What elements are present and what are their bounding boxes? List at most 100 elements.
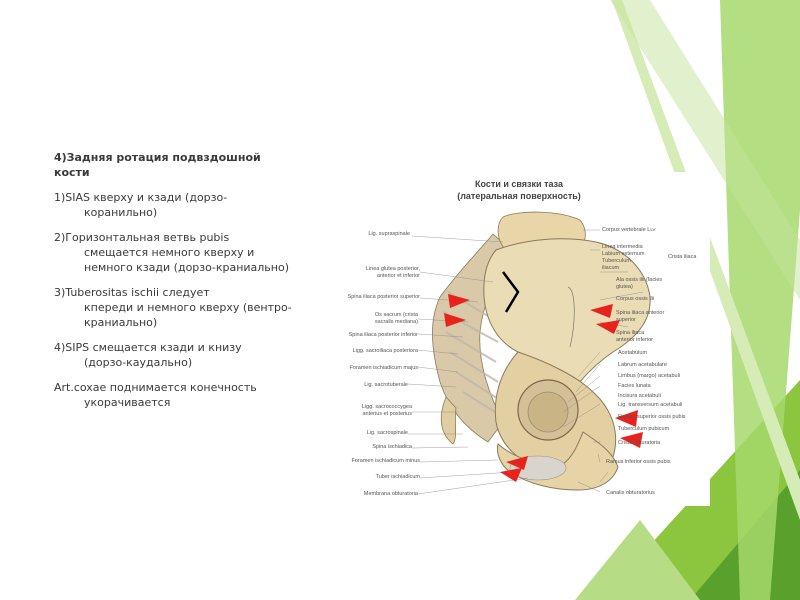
label-tuberculum-1: Tuberculum [602,258,631,264]
leader-r9 [562,385,601,413]
leader-5 [417,333,464,338]
item-4-line2: (дорзо-каудально) [84,356,193,369]
leader-12 [419,459,499,463]
item-1-line2: коранильно) [84,206,158,219]
red-arrow-sips-lower [444,313,466,327]
label-corpus-ossis-ilii: Corpus ossis ilii [616,296,655,302]
figure-title-line2: (латеральная поверхность) [457,191,581,201]
label-spina-iliaca-ant-sup-2: superior [616,317,636,323]
leader-r7 [575,363,601,393]
item-3-line1: 3)Tuberositas ischii следует [54,286,210,299]
slide-text-block: 4)Задняя ротация подвздошной кости 1)SIA… [54,150,294,420]
label-foramen-ischiadicum-minus: Foramen ischiadicum minus [351,458,420,464]
label-canalis-obturatorius: Canalis obturatorius [606,490,655,496]
spina-ischiadica [440,396,457,445]
label-spina-iliaca-ant-sup-1: Spina iliaca anterior [616,310,665,316]
leader-r4 [599,291,644,301]
item-2-line2: смещается немного кверху и немного кзади… [84,246,290,274]
label-ligg-sacroiliaca: Ligg. sacroiliaca posteriora [352,348,418,354]
red-arrow-sias-lower [596,320,620,334]
leader-7 [417,366,459,373]
leader-r14 [577,481,601,493]
label-corpus-vertebrale-text: Corpus vertebrale L [602,227,651,233]
label-ramus-superior-pubis: Ramus superior ossis pubis [618,414,686,420]
leader-lines-left [407,235,529,495]
label-vertebra-sub: LV [650,227,656,232]
leader-8 [407,383,457,388]
leader-r12 [597,453,601,463]
leader-14 [417,477,529,495]
label-ligg-sacrococcygea-1: Ligg. sacrococcygea [361,404,412,410]
annotation-zigzag [502,271,520,313]
label-facies-lunata: Facies lunata [618,383,651,389]
leader-13 [419,471,514,479]
green-corner-bottom [575,520,700,600]
label-labrum-acetabulare: Labrum acetabulare [618,362,667,368]
item-4-line1: 4)SIPS смещается кзади и книзу [54,341,242,354]
label-acetabulum: Acetabulum [618,350,648,356]
red-arrow-ischium-lower [500,468,522,482]
label-lig-sacrotuberale: Lig. sacrotuberale [364,382,408,388]
label-crista-obturatoria: Crista obturatoria [618,440,661,446]
slide-item-1: 1)SIAS кверху и кзади (дорзо-коранильно) [54,190,294,220]
label-lig-supraspinale: Lig. supraspinale [368,231,410,237]
label-os-sacrum-1: Os sacrum (crista [374,312,418,318]
pelvis-figure: Кости и связки таза (латеральная поверхн… [328,172,710,506]
red-arrow-pubis-lower [620,432,643,448]
label-lig-sacrospinale: Lig. sacrospinale [366,430,408,436]
slide-item-3: 3)Tuberositas ischii следует кпереди и не… [54,285,294,330]
leader-r6 [577,351,601,378]
label-membrana-obturatoria: Membrana obturatoria [363,491,418,497]
red-arrow-sias-upper [590,304,613,318]
slide-item-5: Art.coxae поднимается конечность укорачив… [54,380,294,410]
leader-11 [411,446,469,449]
label-ramus-inferior-pubis: Ramus inferior ossis pubis [606,459,671,465]
label-tuberculum-pubicum: Tuberculum pubicum [618,426,670,432]
slide-item-4: 4)SIPS смещается кзади и книзу (дорзо-кау… [54,340,294,370]
label-ala-ossis-ilii-1: Ala ossis ilii (facies [616,277,663,283]
item-3-line2: кпереди и немного кверху (вентро-краниал… [84,301,292,329]
label-linea-intermedia: Linea intermedia [602,244,643,250]
slide-heading: 4)Задняя ротация подвздошной кости [54,151,261,179]
ligament-fibers [442,291,504,418]
label-spina-ischiadica: Spina ischiadica [372,444,412,450]
item-1-line1: 1)SIAS кверху и кзади (дорзо- [54,191,228,204]
acetabulum-inner [527,391,569,433]
ilium-wing [483,238,651,385]
label-ligg-sacrococcygea-2: anterius et posterius [362,411,412,417]
red-arrow-ischium-upper [506,456,528,470]
leader-1 [411,235,504,243]
item-5-line1: Art.coxae поднимается конечность [54,381,257,394]
label-crista-iliaca: Crista iliaca [668,254,697,260]
item-2-line1: 2)Горизонтальная ветвь pubis [54,231,230,244]
leader-r13 [599,471,609,483]
red-arrow-pubis-upper [615,410,638,427]
green-stripe-bar [610,0,800,300]
label-foramen-ischiadicum-majus: Foramen ischiadicum majus [349,365,418,371]
label-os-sacrum-2: sacralis mediana) [374,319,418,325]
label-linea-glutea-1: Linea glutea posterior, [365,266,420,272]
label-labium-externum: Labium externum [602,251,645,257]
leader-r8 [567,375,601,403]
label-limbus-acetabuli: Limbus (margo) acetabuli [618,373,681,379]
leader-6 [417,349,459,355]
label-lig-transversum-acetabuli: Lig. transversum acetabuli [618,402,683,408]
label-tuber-ischiadicum: Tuber ischiadicum [375,474,420,480]
leader-2 [419,271,494,283]
item-5-line2: укорачивается [84,396,171,409]
label-spina-iliaca-post-sup: Spina iliaca posterior superior [347,294,420,300]
figure-title: Кости и связки таза (латеральная поверхн… [328,178,710,202]
leader-lines-right [562,229,644,493]
pelvis-illustration [407,211,651,495]
label-spina-iliaca-post-inf: Spina iliaca posterior inferior [348,332,418,338]
red-arrows [444,294,643,482]
label-linea-glutea-2: anterior et inferior [376,273,420,279]
leader-r10 [562,403,601,428]
label-incisura-acetabuli: Incisura acetabuli [618,393,661,399]
label-spina-iliaca-ant-inf-1: Spina iliaca [616,330,645,336]
slide-item-2: 2)Горизонтальная ветвь pubis смещается не… [54,230,294,275]
red-arrow-sips-upper [448,294,470,308]
bracket-right [567,286,575,348]
label-ala-ossis-ilii-2: glutea) [616,284,633,290]
label-tuberculum-2: iliacum [602,265,620,271]
